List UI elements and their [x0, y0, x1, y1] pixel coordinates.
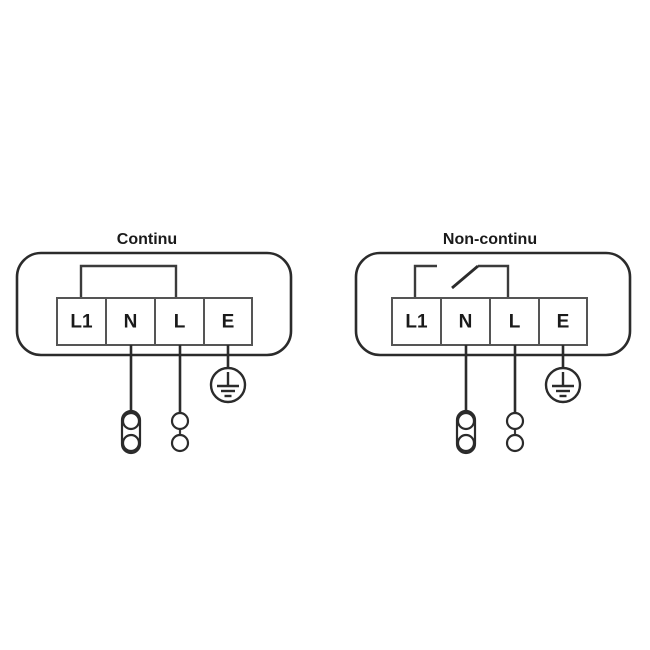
terminal-label-l-continu: L	[174, 312, 186, 333]
terminal-label-l1-non-continu: L1	[405, 312, 428, 333]
diagram-non-continu: Non-continu L1 N L	[354, 231, 632, 455]
terminal-label-e-continu: E	[222, 312, 235, 333]
earth-ground-symbol-non-continu	[544, 366, 582, 404]
connector-neutral-continu	[120, 409, 142, 455]
connector-neutral-non-continu	[455, 409, 477, 455]
terminal-block-non-continu: L1 N L E	[391, 297, 588, 346]
connector-ring-upper-live-non-continu	[505, 411, 525, 431]
connector-ring-upper-neutral-non-continu	[456, 411, 476, 431]
wire-drops-non-continu	[464, 345, 565, 414]
terminal-label-n-continu: N	[124, 312, 138, 333]
terminal-l1-non-continu: L1	[391, 297, 442, 346]
terminal-l-non-continu: L	[489, 297, 540, 346]
terminal-cell-l-continu	[154, 297, 205, 346]
connector-ring-lower-neutral-continu	[121, 433, 141, 453]
connector-ring-upper-neutral-continu	[121, 411, 141, 431]
diagram-continu: Continu L1 N L	[15, 231, 293, 455]
terminal-e-continu: E	[203, 297, 253, 346]
connector-ring-upper-live-continu	[170, 411, 190, 431]
jumper-switch-non-continu	[413, 264, 510, 298]
terminal-e-non-continu: E	[538, 297, 588, 346]
connector-pins-continu	[120, 409, 190, 455]
terminal-label-l-non-continu: L	[509, 312, 521, 333]
terminal-cell-l-non-continu	[489, 297, 540, 346]
connector-live-non-continu	[505, 411, 525, 453]
earth-ground-symbol-continu	[209, 366, 247, 404]
switch-blade-non-continu	[451, 264, 479, 290]
wire-drops-continu	[129, 345, 230, 414]
diagram-title-continu: Continu	[117, 231, 177, 248]
terminal-n-non-continu: N	[440, 297, 491, 346]
jumper-bridge-continu	[79, 264, 178, 298]
terminal-label-n-non-continu: N	[459, 312, 473, 333]
terminal-l-continu: L	[154, 297, 205, 346]
jumper-left-leg-non-continu	[413, 264, 437, 298]
jumper-right-leg-non-continu	[478, 264, 510, 298]
connector-live-continu	[170, 411, 190, 453]
terminal-block-continu: L1 N L E	[56, 297, 253, 346]
terminal-label-l1-continu: L1	[70, 312, 93, 333]
terminal-l1-continu: L1	[56, 297, 107, 346]
connector-ring-lower-neutral-non-continu	[456, 433, 476, 453]
terminal-label-e-non-continu: E	[557, 312, 570, 333]
terminal-n-continu: N	[105, 297, 156, 346]
connector-ring-lower-live-non-continu	[505, 433, 525, 453]
connector-capsule-outline-non-continu	[455, 409, 477, 455]
diagram-title-non-continu: Non-continu	[443, 231, 537, 248]
connector-pins-non-continu	[455, 409, 525, 455]
connector-ring-lower-live-continu	[170, 433, 190, 453]
connector-capsule-outline-continu	[120, 409, 142, 455]
terminal-cell-e-non-continu	[538, 297, 588, 346]
jumper-link-path-continu	[79, 264, 178, 298]
terminal-cell-l1-continu	[56, 297, 107, 346]
